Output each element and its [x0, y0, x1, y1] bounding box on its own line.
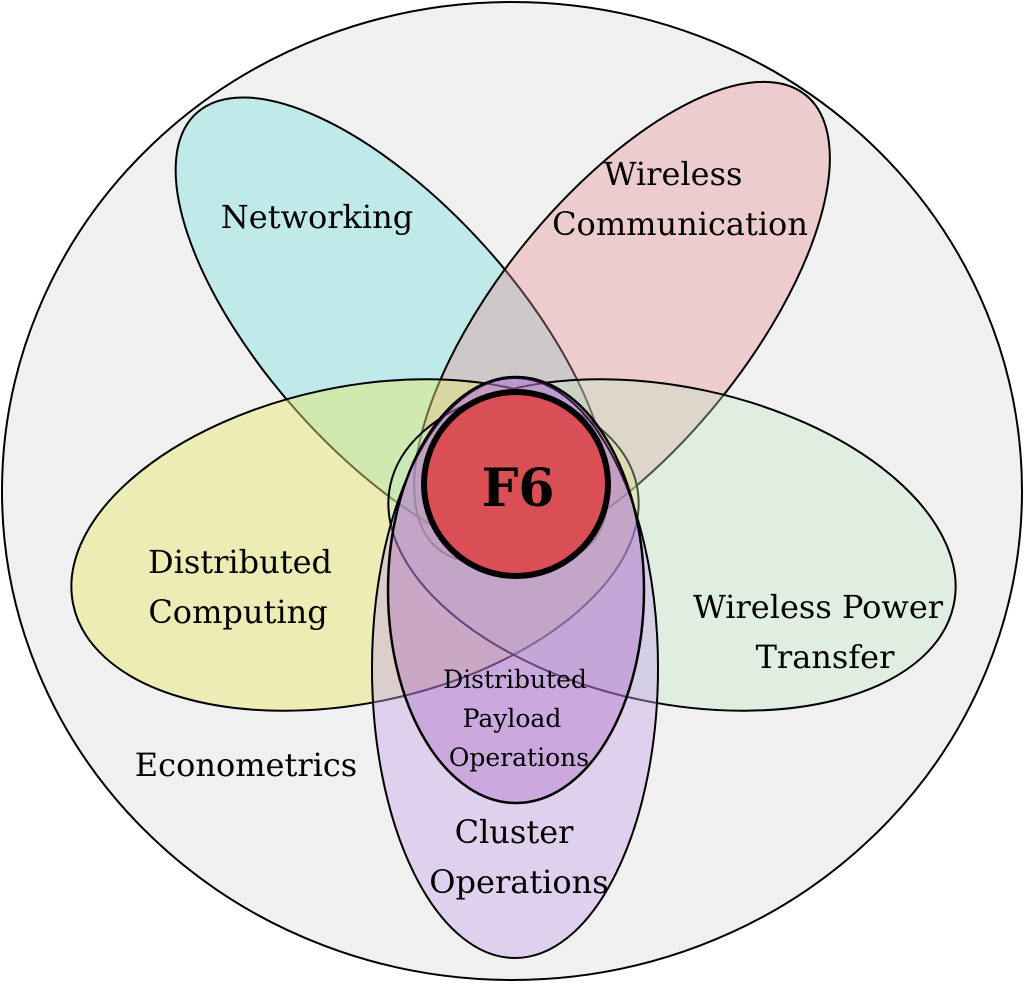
distributed-payload-label-2: Payload — [463, 704, 562, 733]
distributed-computing-label-1: Distributed — [148, 543, 332, 581]
wireless-power-transfer-label-2: Transfer — [756, 638, 896, 676]
f6-center-circle — [421, 389, 611, 579]
distributed-payload-label-1: Distributed — [443, 665, 587, 694]
wireless-communication-label-1: Wireless — [604, 155, 743, 193]
wireless-communication-label-2: Communication — [552, 205, 808, 243]
networking-label: Networking — [221, 198, 413, 236]
f6-label: F6 — [481, 458, 554, 519]
distributed-computing-label-2: Computing — [148, 593, 327, 631]
econometrics-label: Econometrics — [135, 746, 357, 784]
cluster-operations-label-1: Cluster — [455, 813, 575, 851]
cluster-operations-label-2: Operations — [429, 863, 608, 901]
wireless-power-transfer-label-1: Wireless Power — [693, 588, 944, 626]
distributed-payload-label-3: Operations — [449, 743, 589, 772]
